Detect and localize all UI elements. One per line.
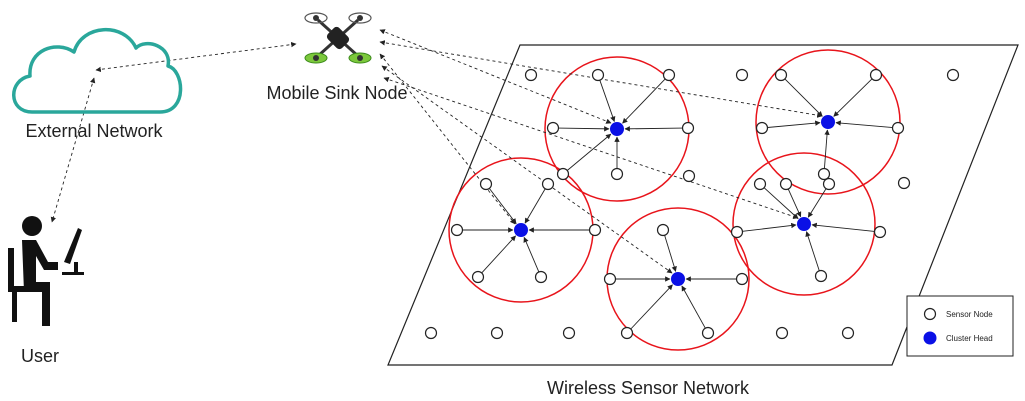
user-label: User — [21, 346, 59, 366]
cluster-link-arrow — [823, 129, 830, 169]
mobile-sink-node-label: Mobile Sink Node — [266, 83, 407, 103]
sensor-node — [681, 121, 695, 135]
cloud-user-link-arrow — [50, 77, 96, 223]
sink-link-arrow — [383, 76, 799, 220]
sensor-node — [779, 177, 793, 191]
sensor-node — [814, 269, 828, 283]
sensor-node — [822, 177, 836, 191]
cluster-link-arrow — [566, 133, 612, 171]
cluster-head — [610, 122, 624, 136]
sensor-node — [524, 68, 538, 82]
cluster-link-arrow — [630, 284, 673, 330]
cluster-link-arrow — [787, 188, 802, 218]
sensor-node — [817, 167, 831, 181]
sink-link-arrow — [379, 29, 612, 124]
sensor-node — [490, 326, 504, 340]
sensor-node — [603, 272, 617, 286]
sensor-node — [682, 169, 696, 183]
sensor-node — [755, 121, 769, 135]
cluster-link-arrow — [742, 222, 797, 232]
sensor-node — [471, 270, 485, 284]
cluster-link-arrow — [681, 285, 706, 329]
sink-link-arrow — [381, 65, 673, 274]
cluster-link-arrow — [807, 188, 827, 218]
cluster-link-arrow — [481, 235, 516, 274]
sensor-node — [897, 176, 911, 190]
cluster-link-arrow — [622, 78, 666, 124]
cluster-head — [821, 115, 835, 129]
cluster-link-arrow — [835, 120, 893, 128]
sensor-node — [610, 167, 624, 181]
cluster-link-arrow — [811, 222, 875, 232]
sensor-node — [662, 68, 676, 82]
cluster-boundary — [732, 152, 876, 296]
sensor-node — [730, 225, 744, 239]
sensor-node — [591, 68, 605, 82]
sensor-node — [562, 326, 576, 340]
cluster-link-arrow — [767, 120, 821, 128]
drone-icon — [304, 12, 372, 64]
sensor-node — [735, 68, 749, 82]
sensor-node — [450, 223, 464, 237]
user-at-computer-icon — [8, 216, 84, 326]
sensor-node — [774, 68, 788, 82]
legend-cluster-head-label: Cluster Head — [946, 334, 993, 343]
sensor-node — [841, 326, 855, 340]
cluster-link-arrow — [833, 78, 873, 117]
sensor-node — [656, 223, 670, 237]
sensor-node — [869, 68, 883, 82]
cluster-head — [671, 272, 685, 286]
cluster-link-arrow — [599, 80, 616, 122]
sensor-node — [424, 326, 438, 340]
cluster-link-arrow — [624, 126, 683, 132]
cluster-link-arrow — [558, 126, 610, 132]
sensor-node — [946, 68, 960, 82]
sensor-node — [873, 225, 887, 239]
external-network-label: External Network — [25, 121, 163, 141]
cluster-heads — [514, 115, 835, 286]
sensor-node — [556, 167, 570, 181]
wireless-sensor-network-label: Wireless Sensor Network — [547, 378, 750, 398]
legend-cluster-head-marker — [923, 331, 937, 345]
cluster-boundaries — [448, 49, 901, 351]
sensor-node — [753, 177, 767, 191]
sensor-node — [588, 223, 602, 237]
legend: Sensor Node Cluster Head — [906, 295, 1014, 357]
sensor-node — [735, 272, 749, 286]
sensor-nodes — [424, 68, 960, 340]
cluster-link-arrow — [523, 236, 540, 273]
cluster-link-arrow — [805, 231, 820, 271]
sensor-node — [775, 326, 789, 340]
sensor-node — [541, 177, 555, 191]
legend-sensor-node-marker — [923, 307, 937, 321]
sensor-node — [701, 326, 715, 340]
sink-links — [50, 29, 823, 274]
sensor-node — [479, 177, 493, 191]
cloud-icon — [12, 28, 183, 114]
cluster-link-arrow — [488, 188, 517, 225]
cluster-head — [514, 223, 528, 237]
sensor-node — [620, 326, 634, 340]
cloud-sink-link-arrow — [95, 41, 297, 73]
cluster-link-arrow — [664, 235, 677, 272]
sensor-node — [546, 121, 560, 135]
legend-sensor-node-label: Sensor Node — [946, 310, 993, 319]
sensor-node — [534, 270, 548, 284]
sink-link-arrow — [379, 53, 516, 225]
sensor-node — [891, 121, 905, 135]
cluster-link-arrow — [524, 188, 546, 224]
cluster-head — [797, 217, 811, 231]
cluster-link-arrow — [763, 187, 799, 219]
